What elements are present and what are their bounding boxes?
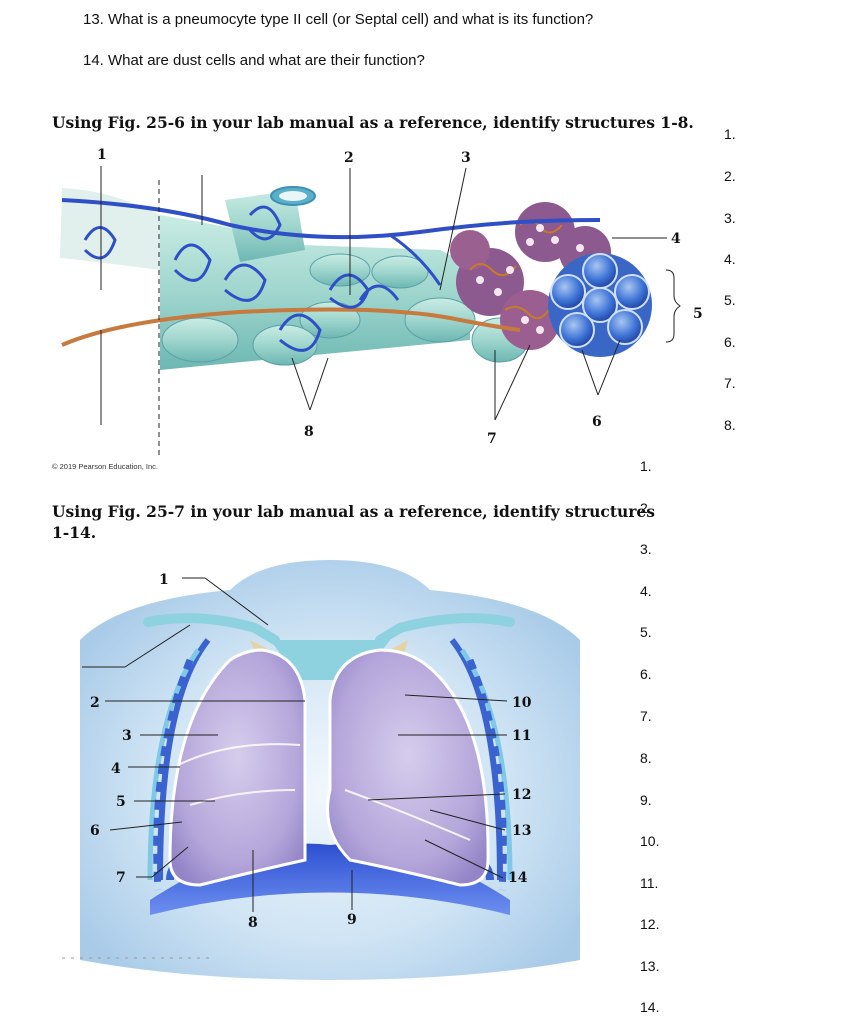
fig2-label-9: 9	[347, 912, 357, 928]
copyright-notice: © 2019 Pearson Education, Inc.	[52, 462, 159, 471]
answer-number: 5.	[640, 624, 652, 640]
answer-number: 12.	[640, 916, 660, 932]
fig2-label-11: 11	[512, 728, 531, 744]
bronchial-tree-alveoli-figure: 1 2 3 4 5 6 7 8	[60, 147, 703, 458]
fig2-label-6: 6	[90, 823, 100, 839]
fig2-label-10: 10	[512, 695, 532, 711]
section-2-heading-line-2: 1-14.	[52, 523, 97, 542]
fig1-label-6: 6	[592, 414, 602, 430]
fig2-label-2: 2	[90, 695, 100, 711]
answer-number: 4.	[724, 251, 736, 267]
fig1-label-2: 2	[344, 150, 354, 166]
fig2-label-7: 7	[116, 870, 126, 886]
fig1-label-8: 8	[304, 424, 314, 440]
fig1-label-5: 5	[693, 306, 703, 322]
fig2-label-8: 8	[248, 915, 258, 931]
fig2-label-12: 12	[512, 787, 531, 803]
answer-number: 11.	[640, 875, 659, 891]
fig1-label-4: 4	[671, 231, 681, 247]
answer-number: 6.	[724, 334, 736, 350]
fig2-label-13: 13	[512, 823, 531, 839]
answer-number: 7.	[724, 375, 736, 391]
fig2-label-5: 5	[116, 794, 126, 810]
fig2-label-1: 1	[159, 572, 169, 588]
answer-number: 6.	[640, 666, 652, 682]
answer-number: 7.	[640, 708, 652, 724]
fig1-label-1: 1	[97, 147, 107, 163]
answer-number: 8.	[640, 750, 652, 766]
fig1-label-3: 3	[461, 150, 471, 166]
fig1-label-7: 7	[487, 431, 497, 447]
question-13: 13. What is a pneumocyte type II cell (o…	[83, 11, 594, 28]
answer-number: 14.	[640, 999, 660, 1015]
answer-number: 2.	[640, 500, 652, 516]
answer-number: 3.	[640, 541, 652, 557]
answer-number: 3.	[724, 210, 736, 226]
answer-number: 1.	[640, 458, 652, 474]
section-1-heading: Using Fig. 25-6 in your lab manual as a …	[52, 113, 694, 132]
answer-number: 13.	[640, 958, 660, 974]
answer-number: 9.	[640, 792, 652, 808]
question-14: 14. What are dust cells and what are the…	[83, 52, 425, 69]
fig2-label-3: 3	[122, 728, 132, 744]
answer-number: 1.	[724, 126, 736, 142]
fig2-label-4: 4	[111, 761, 121, 777]
answer-number: 2.	[724, 168, 736, 184]
answer-number: 8.	[724, 417, 736, 433]
answer-number: 4.	[640, 583, 652, 599]
fig2-label-14: 14	[508, 870, 528, 886]
thoracic-cavity-lungs-figure: 1 2 3 4 5 6 7 8 9 10 11 12 13 14	[62, 560, 580, 980]
answer-number: 10.	[640, 833, 660, 849]
section-2-heading-line-1: Using Fig. 25-7 in your lab manual as a …	[52, 502, 656, 521]
answer-number: 5.	[724, 292, 736, 308]
